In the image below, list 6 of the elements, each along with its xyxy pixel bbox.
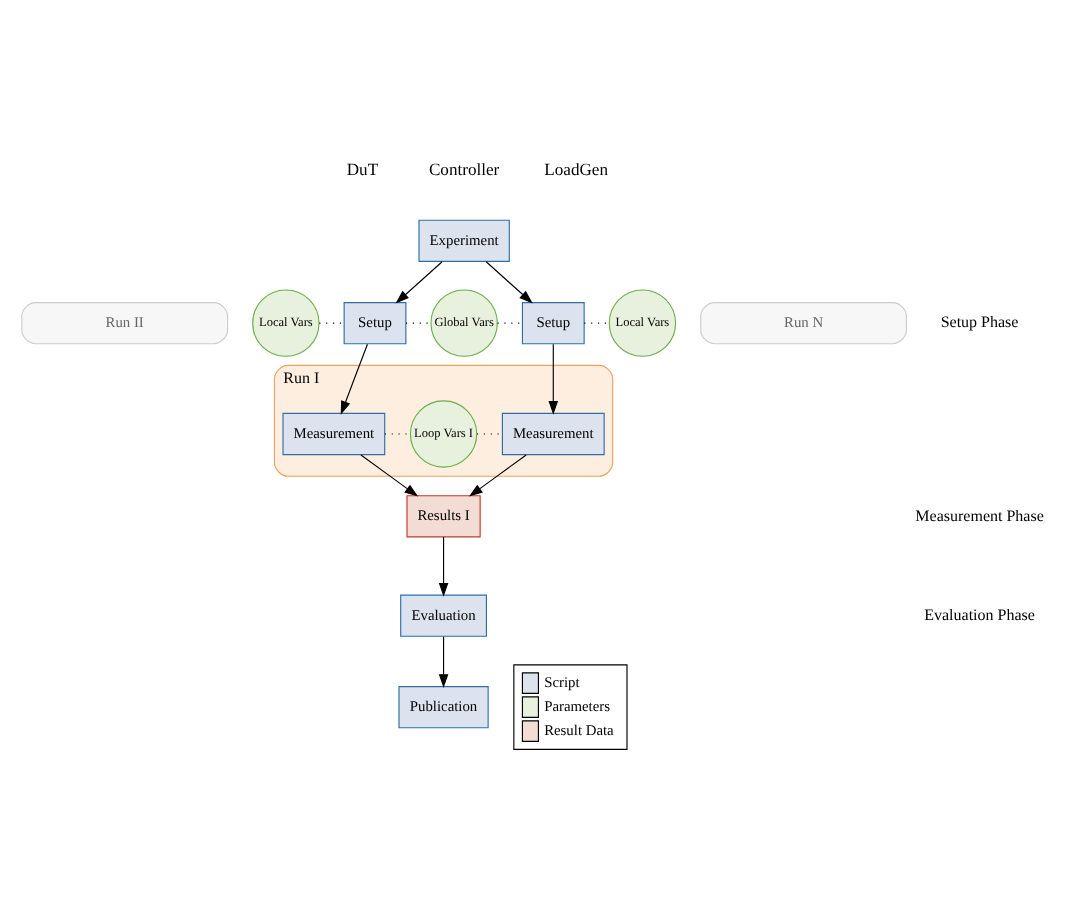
- label: LoadGen: [544, 159, 608, 180]
- label: Evaluation Phase: [924, 605, 1035, 624]
- label: Controller: [428, 159, 500, 180]
- label: Measurement Phase: [915, 506, 1044, 525]
- label: DuT: [346, 159, 379, 180]
- label: Setup Phase: [940, 313, 1019, 332]
